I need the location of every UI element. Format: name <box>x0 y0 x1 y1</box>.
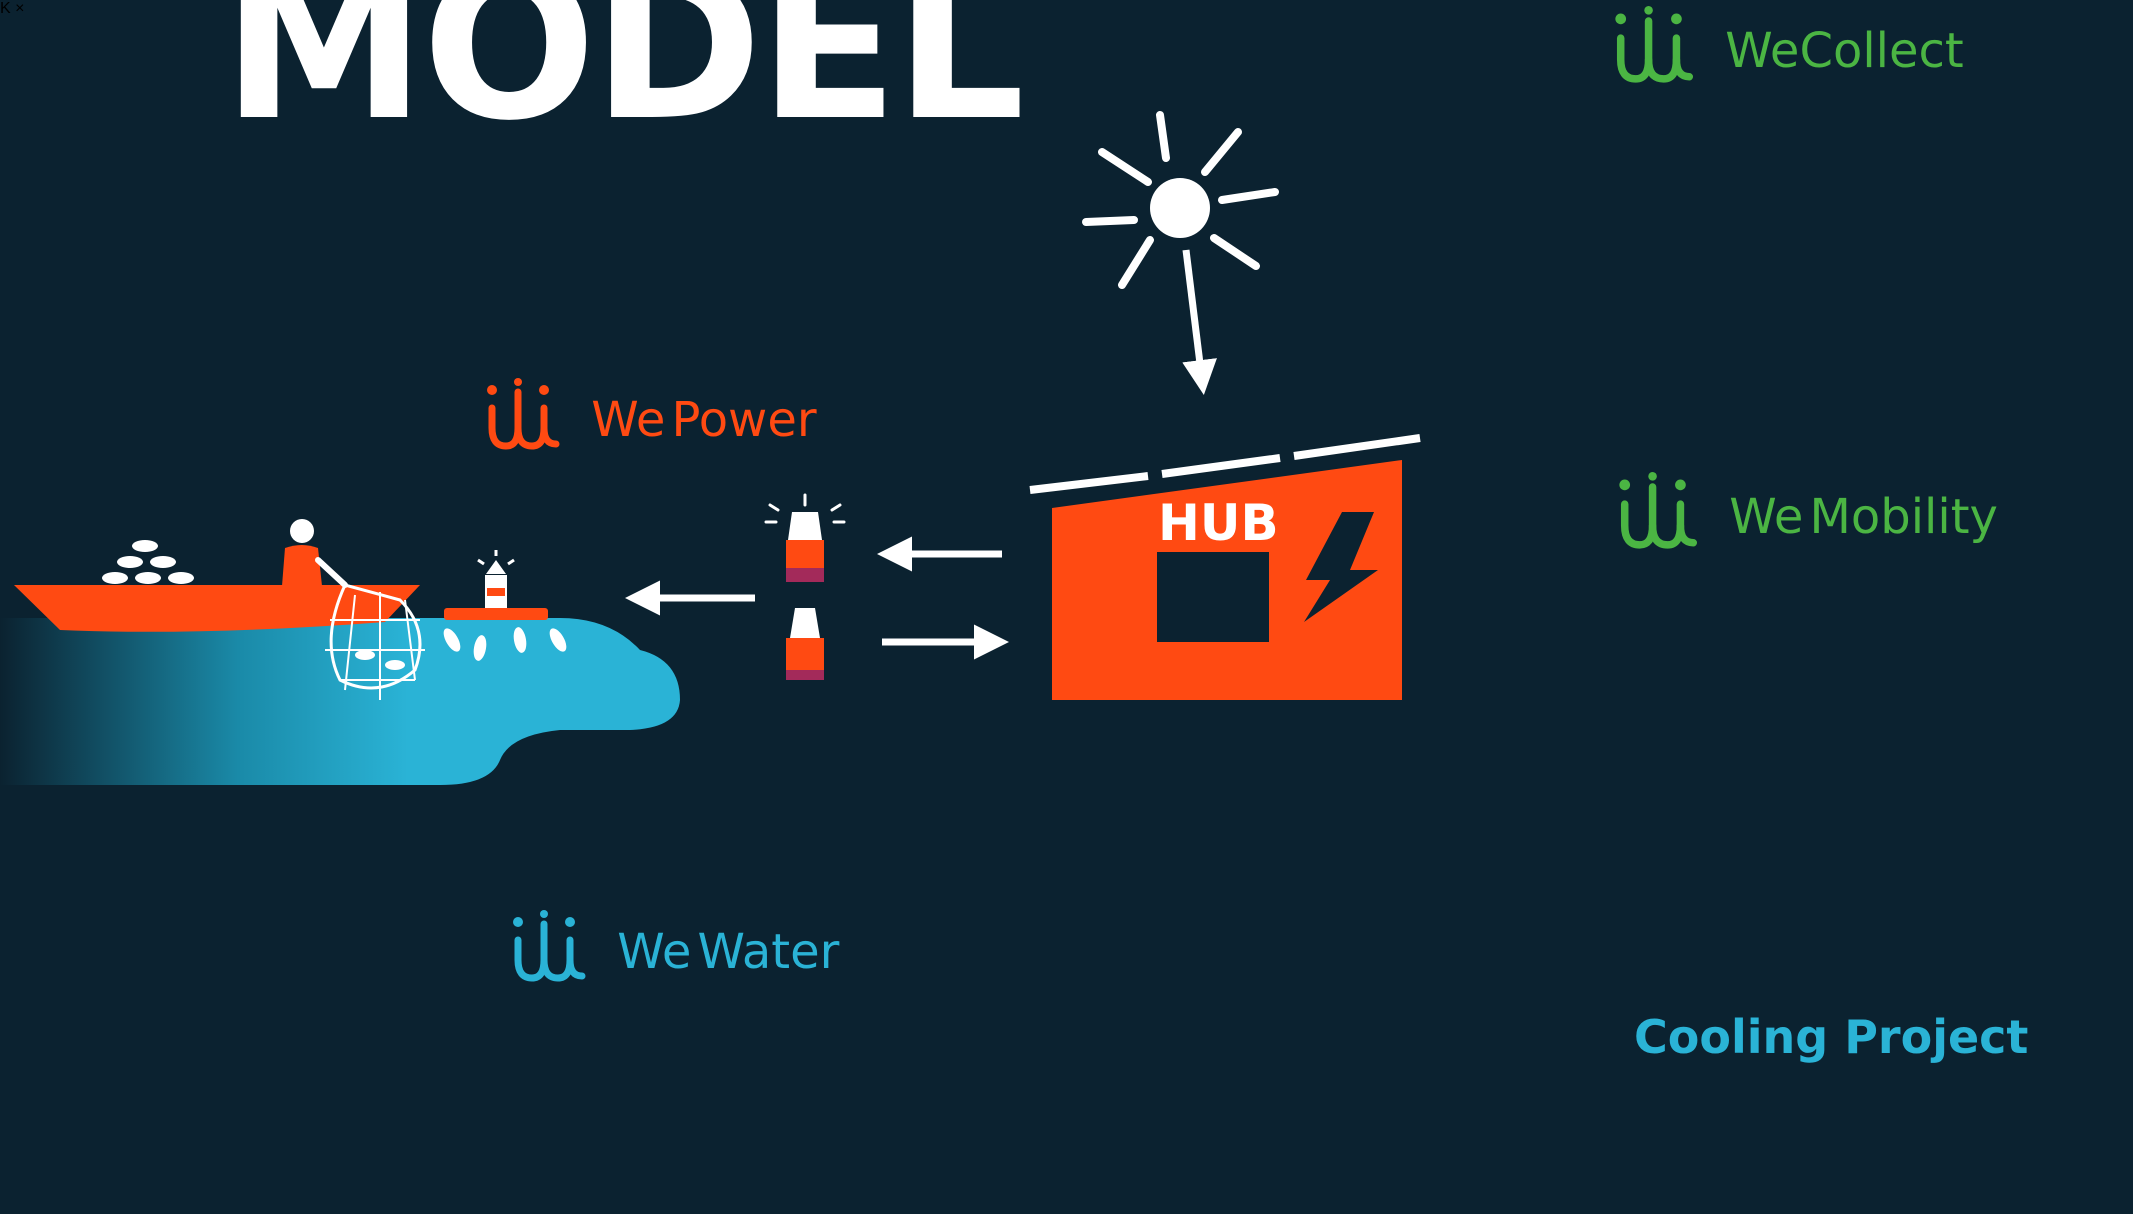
cooling-project-label: Cooling Project <box>1634 1010 2029 1064</box>
arrow-fridge-to-ice: × HUB const data = JSON.parse(document.g… <box>15 0 1278 552</box>
fisherman-icon <box>282 519 348 588</box>
net-icon <box>325 583 425 700</box>
we-logo-icon <box>1615 6 1694 83</box>
pipe-hub-to-freezer: × HUB const data = JSON.parse(document.g… <box>15 0 1278 552</box>
lightning-icon <box>1304 512 1378 622</box>
we-collect-name: Collect <box>1799 23 1964 79</box>
we-logo-icon <box>1619 472 1698 549</box>
fish-icon: × <box>15 0 25 17</box>
fish-icon <box>443 627 567 661</box>
we-mobility-prefix: We <box>1729 489 1804 545</box>
we-collect-prefix: We <box>1725 23 1800 79</box>
sun-icon <box>1082 111 1279 395</box>
lamp-icon <box>764 493 846 582</box>
sea-icon <box>0 618 680 785</box>
we-collect-label: WeCollect <box>1610 6 1964 96</box>
hub-label: HUB <box>1158 494 1279 552</box>
we-mobility-name: Mobility <box>1809 489 1998 545</box>
fish-icon <box>102 540 194 584</box>
we-water-prefix: We <box>617 924 692 980</box>
k-badge-icon: K <box>0 0 11 17</box>
hub-icon <box>1052 460 1402 700</box>
we-logo-icon <box>487 378 560 450</box>
arrow-sun-to-hub <box>1182 249 1217 395</box>
arrow-food-to-freezer: × HUB const data = JSON.parse(document.g… <box>15 0 1278 552</box>
boat-icon <box>14 585 420 632</box>
solar-panel-icon <box>1029 434 1421 494</box>
page-title: MODEL <box>222 0 1025 166</box>
we-water-name: Water <box>697 924 840 980</box>
we-logo-icon <box>513 910 586 982</box>
lamp-icon <box>786 608 824 680</box>
we-power-name: Power <box>671 392 817 448</box>
buoy-icon <box>444 550 548 620</box>
we-power-prefix: We <box>591 392 666 448</box>
